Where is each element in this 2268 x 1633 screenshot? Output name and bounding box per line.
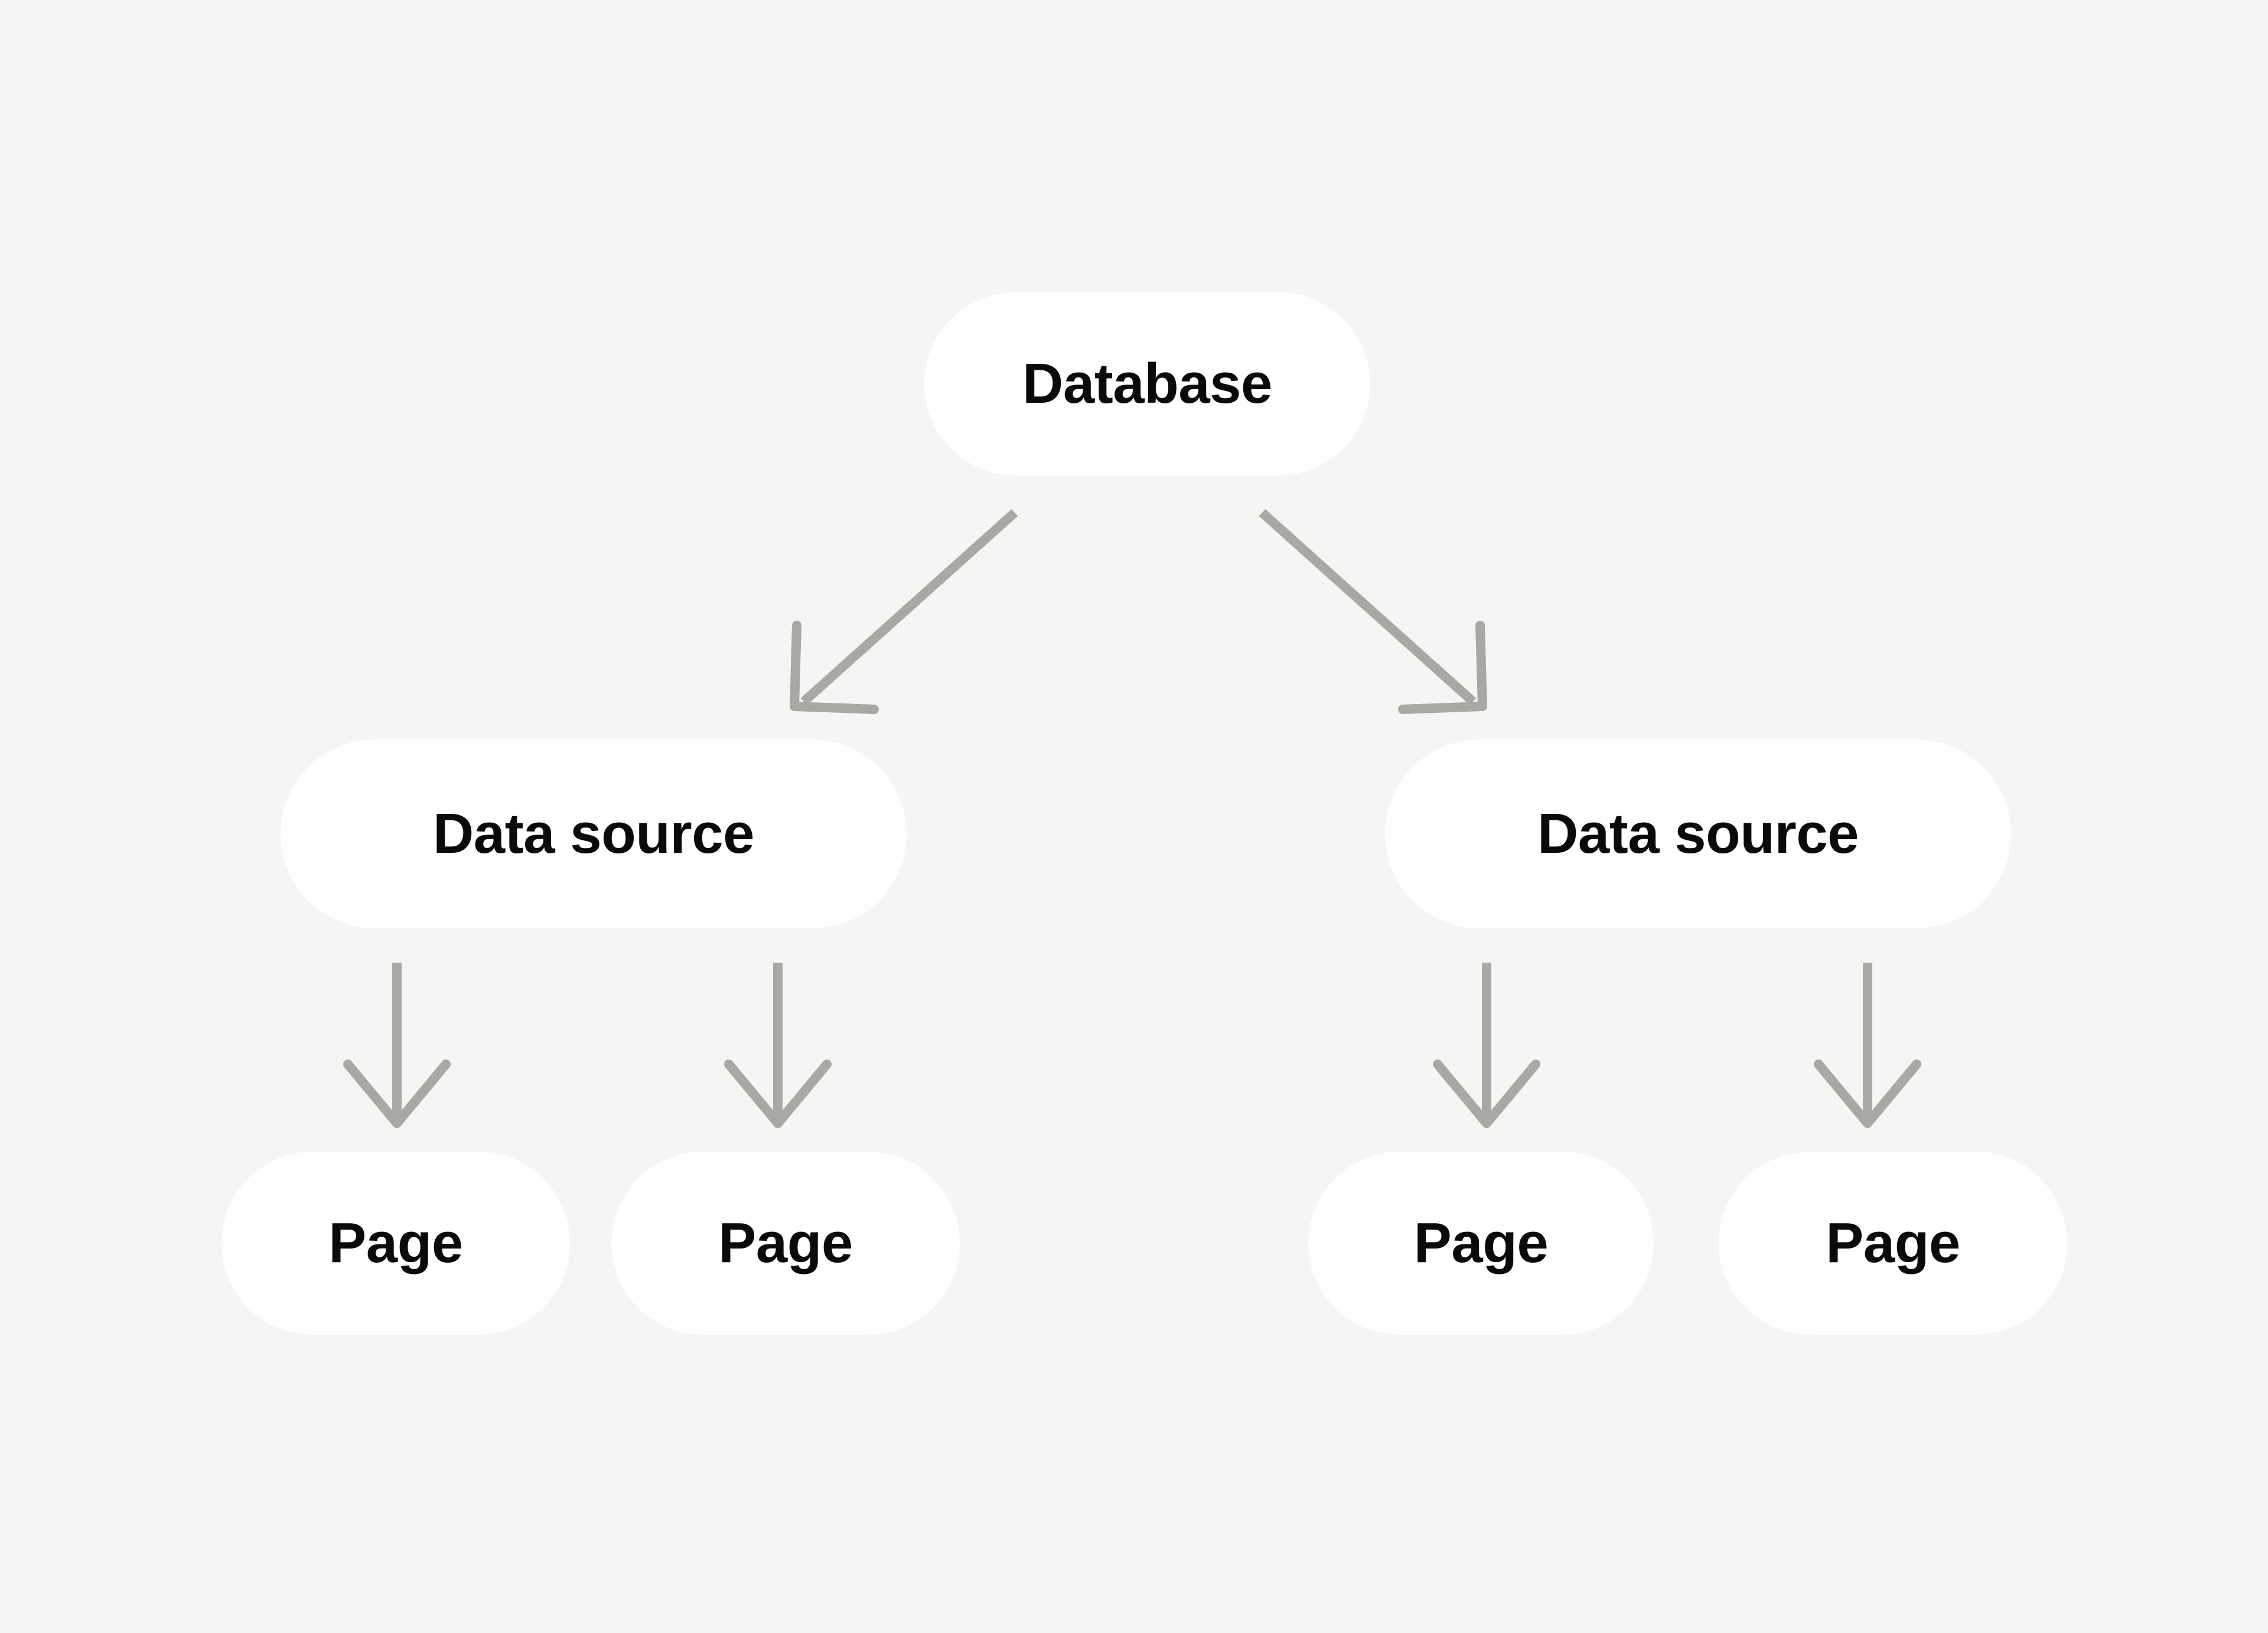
node-page-3[interactable]: Page — [1308, 1152, 1654, 1335]
node-database[interactable]: Database — [924, 292, 1370, 475]
node-page-4-label: Page — [1826, 1211, 1960, 1275]
node-page-2[interactable]: Page — [611, 1152, 960, 1335]
node-page-1[interactable]: Page — [221, 1152, 570, 1335]
node-page-4[interactable]: Page — [1719, 1152, 2067, 1335]
arrow-data-source-left-to-page-2 — [724, 963, 832, 1128]
node-data-source-left[interactable]: Data source — [281, 739, 907, 928]
node-page-3-label: Page — [1413, 1211, 1549, 1275]
arrow-database-to-data-source-left — [790, 509, 1018, 714]
node-database-label: Database — [1022, 352, 1272, 415]
node-page-2-label: Page — [718, 1211, 853, 1275]
node-data-source-left-label: Data source — [432, 802, 755, 865]
node-data-source-right[interactable]: Data source — [1385, 739, 2011, 928]
arrow-data-source-right-to-page-4 — [1814, 963, 1921, 1128]
arrow-data-source-left-to-page-1 — [343, 963, 451, 1128]
node-page-1-label: Page — [328, 1211, 463, 1275]
node-data-source-right-label: Data source — [1537, 802, 1859, 865]
arrow-database-to-data-source-right — [1259, 509, 1487, 714]
arrow-data-source-right-to-page-3 — [1433, 963, 1540, 1128]
